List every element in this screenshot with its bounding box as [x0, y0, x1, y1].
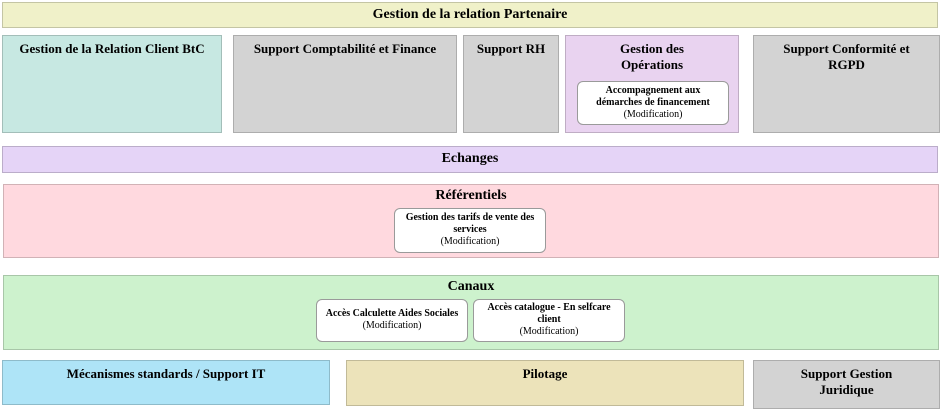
diagram-title: Gestion de la relation Partenaire — [372, 6, 568, 22]
block-title: Mécanismes standards / Support IT — [66, 366, 266, 381]
capability-tag: (Modification) — [519, 326, 579, 338]
block-gestion-relation-client-btc[interactable]: Gestion de la Relation Client BtC — [2, 35, 222, 133]
band-echanges[interactable]: Echanges — [2, 146, 938, 173]
capability-acces-calculette-aides-sociales[interactable]: Accès Calculette Aides Sociales (Modific… — [316, 299, 468, 342]
capability-name: Accompagnement aux démarches de financem… — [596, 84, 710, 108]
capability-tag: (Modification) — [623, 108, 683, 120]
block-title: Support Comptabilité et Finance — [253, 41, 437, 56]
band-title: Canaux — [447, 279, 495, 294]
band-title: Référentiels — [435, 188, 507, 203]
block-title: Pilotage — [522, 366, 568, 381]
block-title: Gestion des Opérations — [620, 41, 684, 73]
capability-accompagnement-financement[interactable]: Accompagnement aux démarches de financem… — [577, 81, 729, 125]
block-support-conformite-rgpd[interactable]: Support Conformité et RGPD — [753, 35, 940, 133]
block-gestion-des-operations[interactable]: Gestion des Opérations Accompagnement au… — [565, 35, 739, 133]
band-gestion-relation-partenaire[interactable]: Gestion de la relation Partenaire — [2, 2, 938, 28]
block-title: Support RH — [476, 41, 546, 56]
capability-gestion-tarifs-vente[interactable]: Gestion des tarifs de vente des services… — [394, 208, 546, 253]
band-referentiels[interactable]: Référentiels Gestion des tarifs de vente… — [3, 184, 939, 258]
capability-name: Accès Calculette Aides Sociales — [325, 308, 459, 320]
block-pilotage[interactable]: Pilotage — [346, 360, 744, 406]
block-title: Gestion de la Relation Client BtC — [19, 41, 205, 56]
block-title: Support Conformité et RGPD — [783, 41, 910, 73]
capability-tag: (Modification) — [440, 236, 500, 248]
capability-name: Gestion des tarifs de vente des services — [405, 212, 535, 236]
block-support-gestion-juridique[interactable]: Support Gestion Juridique — [753, 360, 940, 409]
capability-tag: (Modification) — [362, 320, 422, 332]
capability-acces-catalogue-selfcare[interactable]: Accès catalogue - En selfcare client (Mo… — [473, 299, 625, 342]
band-title: Echanges — [441, 151, 499, 167]
block-title: Support Gestion Juridique — [800, 366, 893, 398]
capability-name: Accès catalogue - En selfcare client — [487, 302, 611, 326]
block-support-comptabilite-finance[interactable]: Support Comptabilité et Finance — [233, 35, 457, 133]
band-canaux[interactable]: Canaux Accès Calculette Aides Sociales (… — [3, 275, 939, 350]
block-mecanismes-standards-support-it[interactable]: Mécanismes standards / Support IT — [2, 360, 330, 405]
block-support-rh[interactable]: Support RH — [463, 35, 559, 133]
